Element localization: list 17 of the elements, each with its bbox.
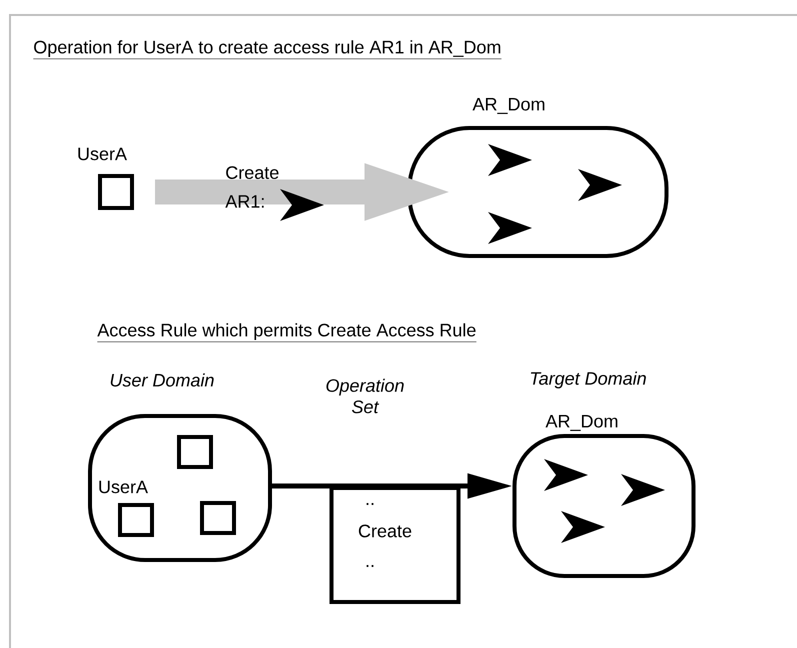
user-square	[177, 435, 213, 469]
user-square: UserA	[99, 480, 154, 537]
node-label: Target Domain	[530, 372, 646, 388]
node-label: AR_Dom	[546, 415, 618, 431]
user-square: UserA	[78, 148, 134, 210]
operation-set-box: Operation Set .. Create ..	[326, 378, 460, 604]
domain-box: AR_Dom	[408, 98, 668, 258]
user-square	[200, 501, 236, 535]
heading: Operation for UserA to create access rule AR1 in AR_Dom	[33, 40, 502, 60]
node-label: User Domain	[110, 373, 214, 387]
heading: Access Rule which permits Create Access Rule	[97, 323, 477, 342]
node-label: UserA	[78, 148, 127, 160]
node-label: AR_Dom	[472, 98, 544, 114]
edge-label: Create AR1:	[225, 166, 278, 208]
domain-box: Target Domain AR_Dom	[512, 372, 696, 578]
node-label: UserA	[99, 480, 148, 494]
node-label: Operation Set	[326, 378, 404, 414]
